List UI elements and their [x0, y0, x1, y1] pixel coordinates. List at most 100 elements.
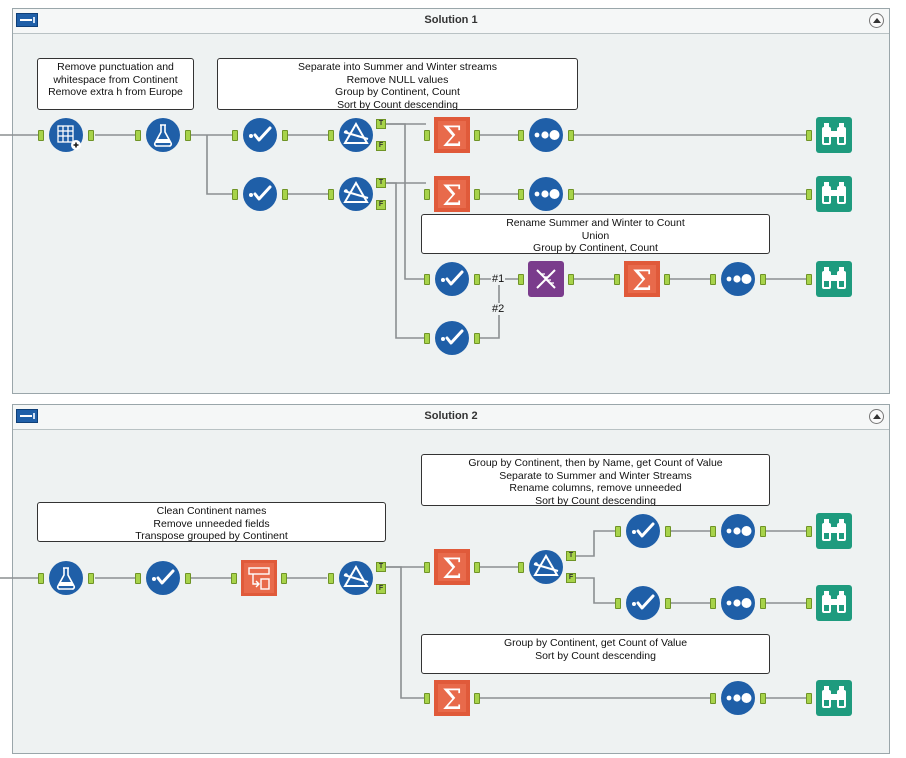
- summarize-tool[interactable]: Σ: [434, 176, 470, 212]
- browse-tool[interactable]: [816, 513, 852, 549]
- input-anchor[interactable]: [518, 189, 524, 200]
- input-anchor[interactable]: [518, 274, 524, 285]
- false-output-anchor[interactable]: F: [566, 573, 576, 583]
- output-anchor[interactable]: [760, 274, 766, 285]
- summarize-tool[interactable]: Σ: [434, 117, 470, 153]
- output-anchor[interactable]: [281, 573, 287, 584]
- input-anchor[interactable]: [232, 130, 238, 141]
- input-anchor[interactable]: [424, 562, 430, 573]
- output-anchor[interactable]: [568, 189, 574, 200]
- input-anchor[interactable]: [135, 130, 141, 141]
- formula-tool[interactable]: [48, 560, 84, 596]
- output-anchor[interactable]: [185, 573, 191, 584]
- input-anchor[interactable]: [806, 130, 812, 141]
- transpose-tool[interactable]: [241, 560, 277, 596]
- input-anchor[interactable]: [615, 598, 621, 609]
- output-anchor[interactable]: [760, 526, 766, 537]
- output-anchor[interactable]: [568, 130, 574, 141]
- input-anchor[interactable]: [615, 526, 621, 537]
- false-output-anchor[interactable]: F: [376, 141, 386, 151]
- select-tool[interactable]: [625, 585, 661, 621]
- input-anchor[interactable]: [710, 693, 716, 704]
- input-anchor[interactable]: [806, 598, 812, 609]
- output-anchor[interactable]: [88, 573, 94, 584]
- input-anchor[interactable]: [424, 333, 430, 344]
- sort-tool[interactable]: [528, 176, 564, 212]
- filter-tool[interactable]: [338, 117, 374, 153]
- cleanse-tool[interactable]: [48, 117, 84, 153]
- input-anchor[interactable]: [231, 573, 237, 584]
- output-anchor[interactable]: [282, 189, 288, 200]
- output-anchor[interactable]: [568, 274, 574, 285]
- collapse-icon[interactable]: [869, 409, 884, 424]
- browse-tool[interactable]: [816, 117, 852, 153]
- sort-tool[interactable]: [720, 261, 756, 297]
- container-header[interactable]: Solution 1: [13, 9, 889, 34]
- input-anchor[interactable]: [38, 573, 44, 584]
- output-anchor[interactable]: [664, 274, 670, 285]
- input-anchor[interactable]: [135, 573, 141, 584]
- input-anchor[interactable]: [328, 189, 334, 200]
- select-tool[interactable]: [145, 560, 181, 596]
- input-anchor[interactable]: [424, 274, 430, 285]
- true-output-anchor[interactable]: T: [566, 551, 576, 561]
- output-anchor[interactable]: [185, 130, 191, 141]
- input-anchor[interactable]: [518, 130, 524, 141]
- false-output-anchor[interactable]: F: [376, 584, 386, 594]
- sort-tool[interactable]: [528, 117, 564, 153]
- filter-tool[interactable]: [338, 560, 374, 596]
- output-anchor[interactable]: [474, 274, 480, 285]
- summarize-tool[interactable]: Σ: [434, 549, 470, 585]
- sort-tool[interactable]: [720, 680, 756, 716]
- output-anchor[interactable]: [474, 333, 480, 344]
- input-anchor[interactable]: [710, 274, 716, 285]
- select-tool[interactable]: [434, 261, 470, 297]
- sort-tool[interactable]: [720, 513, 756, 549]
- true-output-anchor[interactable]: T: [376, 178, 386, 188]
- comment-rename-union[interactable]: Rename Summer and Winter to Count Union …: [421, 214, 770, 254]
- browse-tool[interactable]: [816, 680, 852, 716]
- comment-group-count[interactable]: Group by Continent, get Count of Value S…: [421, 634, 770, 674]
- output-anchor[interactable]: [665, 526, 671, 537]
- input-anchor[interactable]: [614, 274, 620, 285]
- input-anchor[interactable]: [232, 189, 238, 200]
- input-anchor[interactable]: [328, 573, 334, 584]
- select-tool[interactable]: [434, 320, 470, 356]
- comment-remove-punctuation[interactable]: Remove punctuation and whitespace from C…: [37, 58, 194, 110]
- comment-group-by-name[interactable]: Group by Continent, then by Name, get Co…: [421, 454, 770, 506]
- input-anchor[interactable]: [806, 526, 812, 537]
- filter-tool[interactable]: [338, 176, 374, 212]
- output-anchor[interactable]: [760, 693, 766, 704]
- sort-tool[interactable]: [720, 585, 756, 621]
- select-tool[interactable]: [242, 117, 278, 153]
- input-anchor[interactable]: [806, 189, 812, 200]
- input-anchor[interactable]: [518, 562, 524, 573]
- input-anchor[interactable]: [38, 130, 44, 141]
- output-anchor[interactable]: [665, 598, 671, 609]
- browse-tool[interactable]: [816, 176, 852, 212]
- browse-tool[interactable]: [816, 585, 852, 621]
- union-tool[interactable]: [528, 261, 564, 297]
- output-anchor[interactable]: [474, 562, 480, 573]
- formula-tool[interactable]: [145, 117, 181, 153]
- input-anchor[interactable]: [328, 130, 334, 141]
- filter-tool[interactable]: [528, 549, 564, 585]
- true-output-anchor[interactable]: T: [376, 562, 386, 572]
- comment-separate-streams[interactable]: Separate into Summer and Winter streams …: [217, 58, 578, 110]
- false-output-anchor[interactable]: F: [376, 200, 386, 210]
- summarize-tool[interactable]: Σ: [624, 261, 660, 297]
- output-anchor[interactable]: [88, 130, 94, 141]
- output-anchor[interactable]: [474, 130, 480, 141]
- input-anchor[interactable]: [806, 274, 812, 285]
- container-header[interactable]: Solution 2: [13, 405, 889, 430]
- input-anchor[interactable]: [424, 130, 430, 141]
- browse-tool[interactable]: [816, 261, 852, 297]
- output-anchor[interactable]: [282, 130, 288, 141]
- input-anchor[interactable]: [806, 693, 812, 704]
- collapse-icon[interactable]: [869, 13, 884, 28]
- output-anchor[interactable]: [760, 598, 766, 609]
- output-anchor[interactable]: [474, 693, 480, 704]
- comment-clean-continent[interactable]: Clean Continent names Remove unneeded fi…: [37, 502, 386, 542]
- select-tool[interactable]: [242, 176, 278, 212]
- true-output-anchor[interactable]: T: [376, 119, 386, 129]
